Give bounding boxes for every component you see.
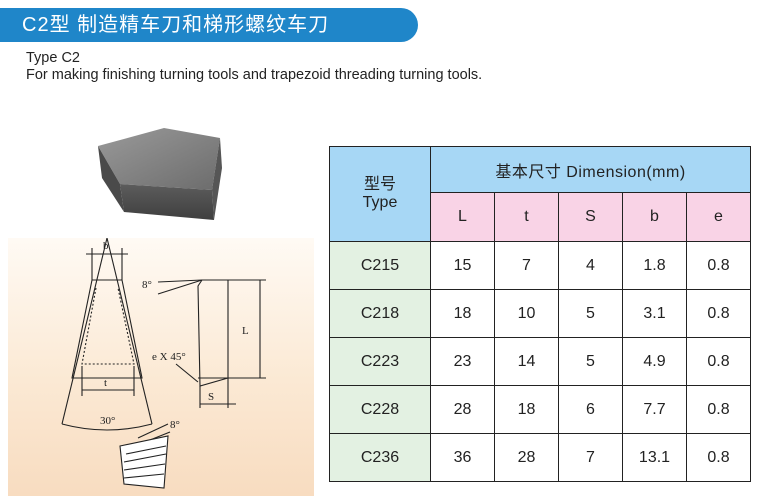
cell-S: 7 bbox=[558, 433, 623, 482]
subtitle-description: For making finishing turning tools and t… bbox=[26, 67, 483, 83]
label-L: L bbox=[242, 325, 249, 337]
table-header-row: 型号 Type 基本尺寸 Dimension(mm) bbox=[329, 146, 751, 242]
cell-t: 10 bbox=[494, 289, 559, 338]
table-row: C228 28 18 6 7.7 0.8 bbox=[329, 385, 751, 434]
table-subheader-row: L t S b e bbox=[330, 192, 751, 242]
cell-L: 18 bbox=[430, 289, 495, 338]
column-header-e: e bbox=[686, 192, 751, 242]
cell-t: 28 bbox=[494, 433, 559, 482]
technical-drawing: b 8° L e X 45° t S 30° 8° bbox=[61, 238, 266, 489]
label-b: b bbox=[103, 240, 109, 252]
table-row: C223 23 14 5 4.9 0.8 bbox=[329, 337, 751, 386]
cell-S: 6 bbox=[558, 385, 623, 434]
spec-table: 型号 Type 基本尺寸 Dimension(mm) L t S b e C21… bbox=[329, 146, 751, 482]
cell-L: 28 bbox=[430, 385, 495, 434]
cell-b: 3.1 bbox=[622, 289, 687, 338]
header-type-cn: 型号 bbox=[363, 176, 396, 193]
column-header-b: b bbox=[622, 192, 687, 242]
cell-L: 36 bbox=[430, 433, 495, 482]
subtitle-type: Type C2 bbox=[26, 50, 80, 66]
table-row: C236 36 28 7 13.1 0.8 bbox=[329, 433, 751, 482]
cell-L: 23 bbox=[430, 337, 495, 386]
column-header-L: L bbox=[430, 192, 495, 242]
cell-e: 0.8 bbox=[686, 337, 751, 386]
page-title: C2型 制造精车刀和梯形螺纹车刀 bbox=[0, 8, 418, 42]
cell-t: 14 bbox=[494, 337, 559, 386]
cell-e: 0.8 bbox=[686, 241, 751, 290]
cell-b: 7.7 bbox=[622, 385, 687, 434]
label-angle-bottom: 30° bbox=[100, 415, 115, 427]
label-t: t bbox=[104, 377, 107, 389]
column-header-t: t bbox=[494, 192, 559, 242]
label-chamfer: e X 45° bbox=[152, 351, 186, 363]
cell-e: 0.8 bbox=[686, 385, 751, 434]
cell-e: 0.8 bbox=[686, 433, 751, 482]
row-type: C215 bbox=[329, 241, 431, 290]
row-type: C236 bbox=[329, 433, 431, 482]
cell-L: 15 bbox=[430, 241, 495, 290]
header-dimension: 基本尺寸 Dimension(mm) bbox=[430, 146, 751, 193]
row-type: C223 bbox=[329, 337, 431, 386]
row-type: C228 bbox=[329, 385, 431, 434]
label-S: S bbox=[208, 391, 214, 403]
subtitle: Type C2 For making finishing turning too… bbox=[26, 50, 482, 84]
row-type: C218 bbox=[329, 289, 431, 338]
label-angle-top: 8° bbox=[142, 279, 152, 291]
table-row: C218 18 10 5 3.1 0.8 bbox=[329, 289, 751, 338]
cell-b: 4.9 bbox=[622, 337, 687, 386]
cell-e: 0.8 bbox=[686, 289, 751, 338]
cell-b: 13.1 bbox=[622, 433, 687, 482]
insert-3d-image bbox=[98, 128, 222, 220]
cell-t: 18 bbox=[494, 385, 559, 434]
cell-b: 1.8 bbox=[622, 241, 687, 290]
cell-S: 5 bbox=[558, 289, 623, 338]
header-type-cell: 型号 Type bbox=[329, 146, 431, 242]
cell-t: 7 bbox=[494, 241, 559, 290]
table-row: C215 15 7 4 1.8 0.8 bbox=[329, 241, 751, 290]
cell-S: 5 bbox=[558, 337, 623, 386]
cell-S: 4 bbox=[558, 241, 623, 290]
label-angle-side: 8° bbox=[170, 419, 180, 431]
header-type-en: Type bbox=[362, 194, 398, 211]
column-header-S: S bbox=[558, 192, 623, 242]
